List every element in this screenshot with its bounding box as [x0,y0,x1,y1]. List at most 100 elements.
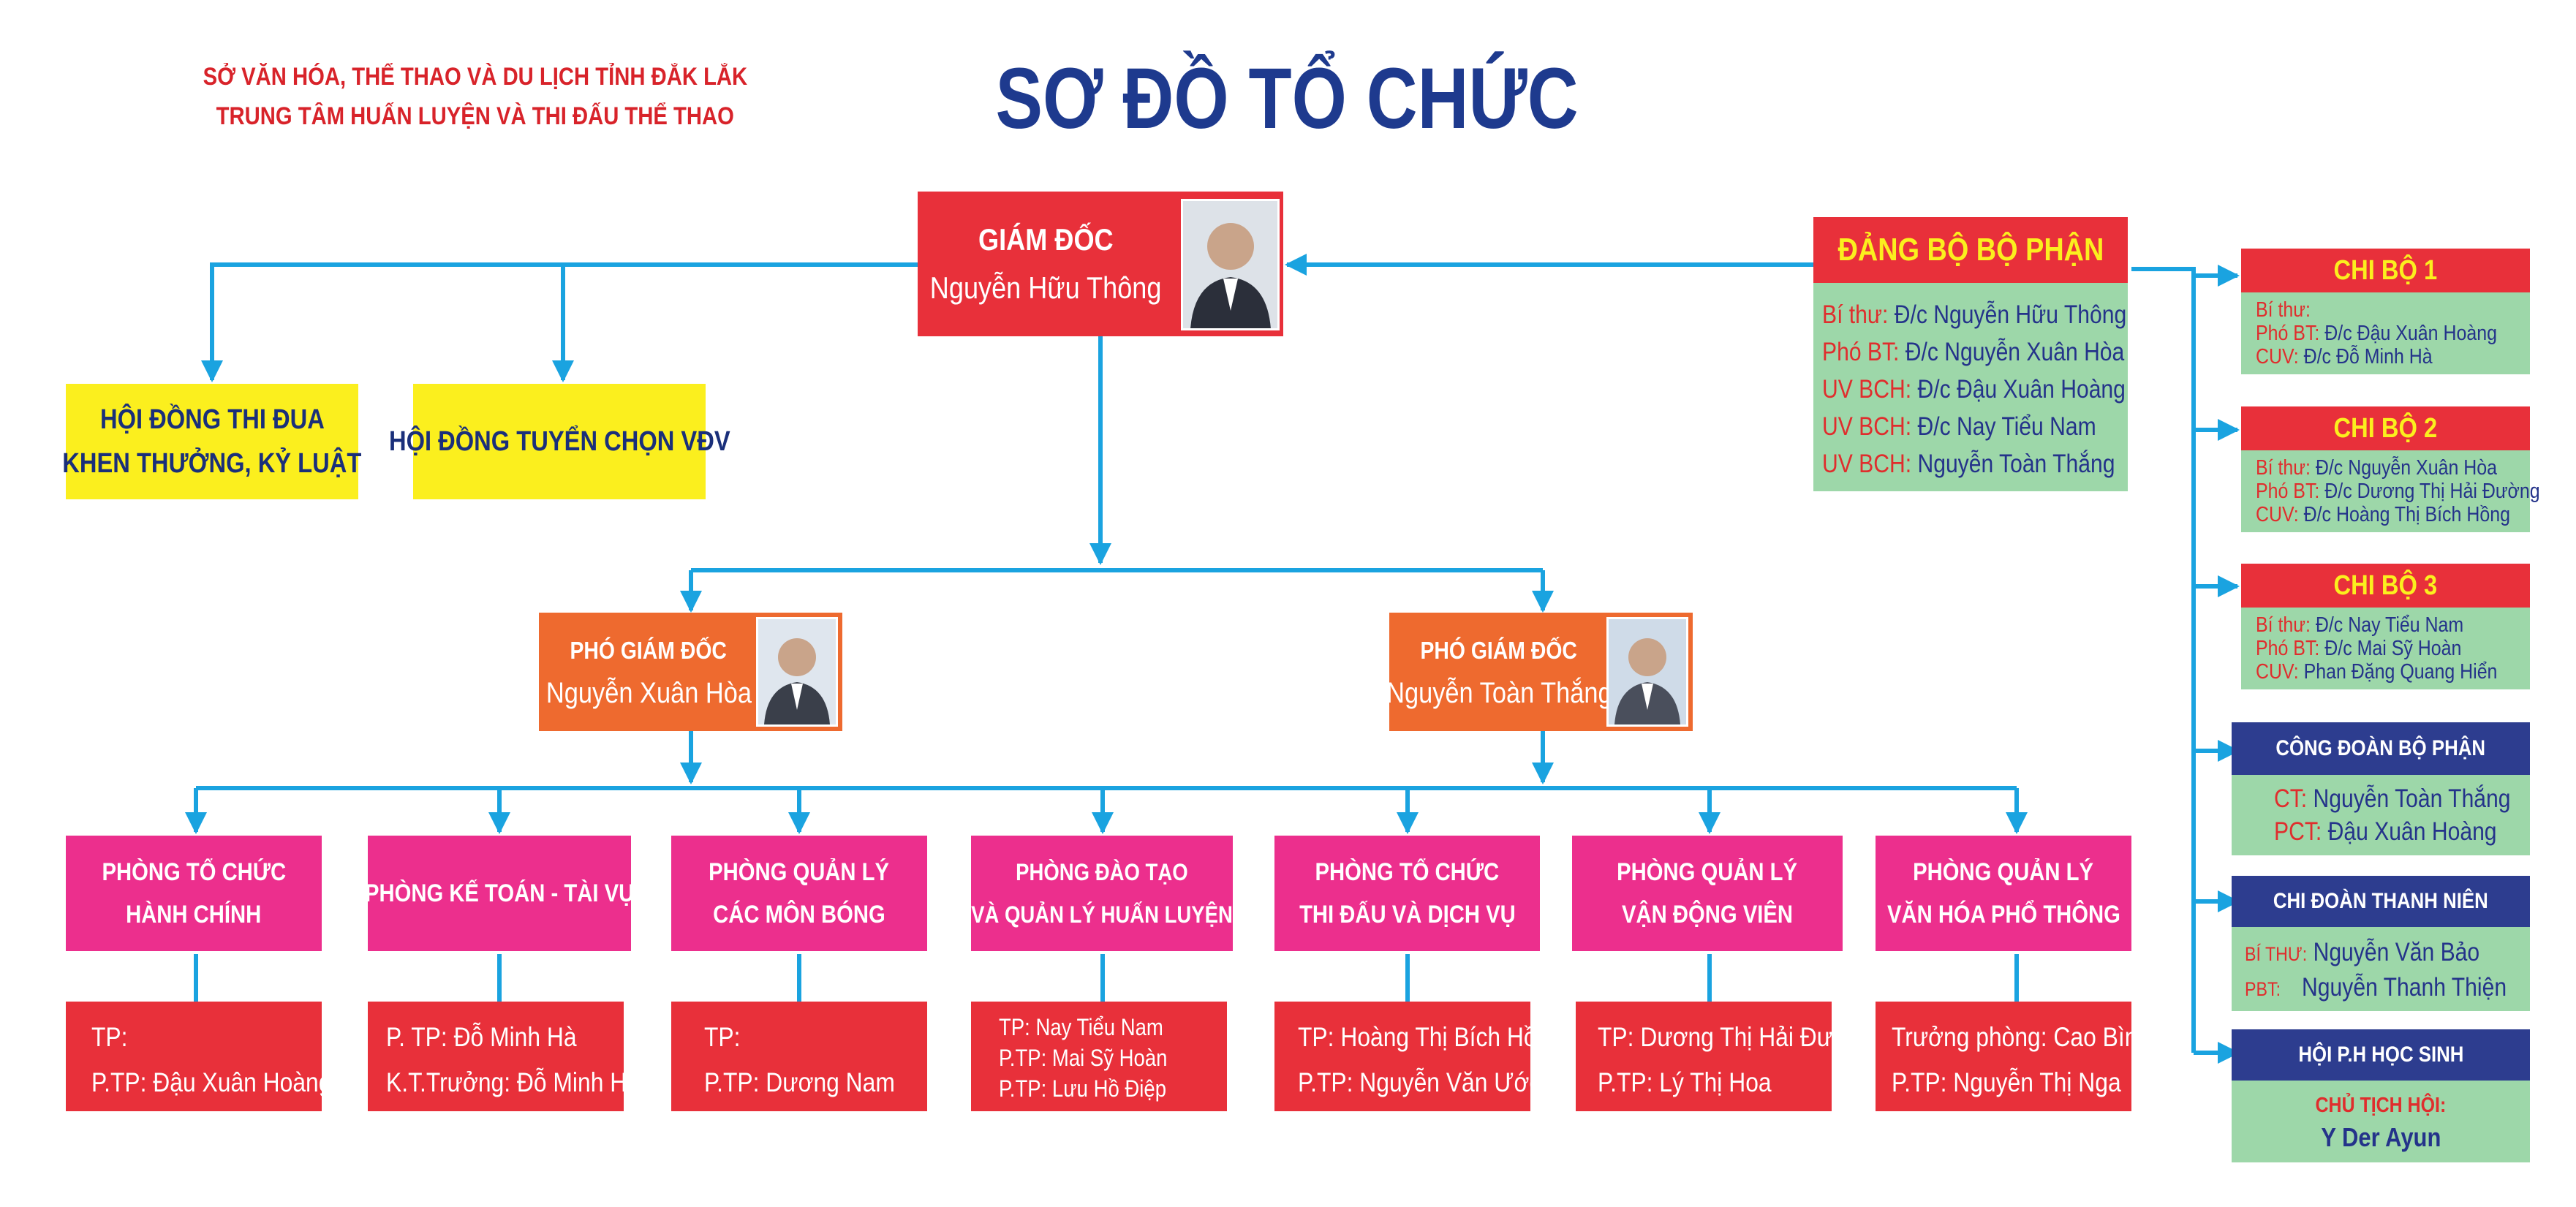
department-staff: TP: P.TP: Đậu Xuân Hoàng [66,1002,331,1111]
cell-members: Bí thư: Đ/c Nguyễn Xuân Hòa Phó BT: Đ/c … [2241,450,2540,532]
party-cell-1: CHI BỘ 1 Bí thư: Phó BT: Đ/c Đậu Xuân Ho… [2241,249,2530,374]
member-label: PCT: [2274,817,2322,846]
staff-line: P.TP: Dương Nam [704,1067,895,1097]
cell-members: BÍ THƯ: Nguyễn Văn Bảo PBT: Nguyễn Thanh… [2232,927,2530,1011]
member-label: Bí thư: [2256,456,2311,480]
cell-members: Bí thư: Phó BT: Đ/c Đậu Xuân Hoàng CUV: … [2241,292,2530,374]
member-label: CUV: [2256,503,2299,526]
member-label: UV BCH: [1822,450,1912,478]
deputy-role: PHÓ GIÁM ĐỐC [570,637,728,664]
department-box: PHÒNG QUẢN LÝ CÁC MÔN BÓNG [671,836,927,951]
member-value: Đ/c Nay Tiểu Nam [1917,412,2096,441]
department-box: PHÒNG KẾ TOÁN - TÀI VỤ [364,836,635,951]
cell-members: CT: Nguyễn Toàn Thắng PCT: Đậu Xuân Hoàn… [2232,775,2530,855]
party-title: ĐẢNG BỘ BỘ PHẬN [1813,217,2128,283]
member-label: UV BCH: [1822,412,1912,441]
member-value: Đ/c Nguyễn Xuân Hòa [2315,456,2498,480]
person-portrait-icon [1609,619,1686,724]
cell-title: CHI BỘ 1 [2241,249,2530,292]
member-label: BÍ THƯ: [2245,943,2308,965]
member-value: Đ/c Đậu Xuân Hoàng [2324,322,2497,345]
cell-title: CÔNG ĐOÀN BỘ PHẬN [2232,722,2530,775]
department-name: VẬN ĐỘNG VIÊN [1622,901,1793,928]
staff-line: P.TP: Nguyễn Văn Ước [1298,1067,1541,1097]
member-value: Đ/c Dương Thị Hải Đường [2324,480,2540,503]
director-name: Nguyễn Hữu Thông [929,270,1162,305]
member-value: Nguyễn Thanh Thiện [2302,973,2507,1002]
department-staff: P. TP: Đỗ Minh Hà K.T.Trưởng: Đỗ Minh Hà [368,1002,640,1111]
member-value: Nguyễn Toàn Thắng [1917,450,2115,478]
party-members: Bí thư: Đ/c Nguyễn Hữu Thông Phó BT: Đ/c… [1813,283,2128,491]
department-name: PHÒNG TỔ CHỨC [102,858,286,886]
member-value: Đ/c Nguyễn Xuân Hòa [1905,338,2125,366]
director-photo [1181,199,1280,330]
deputy-name: Nguyễn Xuân Hòa [545,677,752,709]
staff-line: P.TP: Lý Thị Hoa [1598,1067,1772,1097]
member-value: Y Der Ayun [2320,1122,2441,1152]
council-athlete-selection: HỘI ĐỒNG TUYỂN CHỌN VĐV [389,384,730,499]
member-value: Đ/c Đỗ Minh Hà [2303,345,2433,368]
department-name: HÀNH CHÍNH [126,901,262,928]
member-value: Nguyễn Văn Bảo [2313,938,2480,966]
member-label: CHỦ TỊCH HỘI: [2315,1094,2447,1117]
department-name: PHÒNG QUẢN LÝ [1913,858,2094,886]
member-value: Phan Đặng Quang Hiển [2303,660,2498,684]
department-box: PHÒNG TỔ CHỨC HÀNH CHÍNH [66,836,322,951]
member-label: Phó BT: [2256,480,2320,503]
member-value: Đ/c Mai Sỹ Hoàn [2324,637,2462,660]
trade-union: CÔNG ĐOÀN BỘ PHẬN CT: Nguyễn Toàn Thắng … [2232,722,2530,855]
staff-line: TP: [91,1022,128,1052]
member-label: PBT: [2245,978,2281,1000]
member-value: Đ/c Hoàng Thị Bích Hồng [2303,503,2510,526]
deputy-photo [756,617,838,727]
department-box: PHÒNG TỔ CHỨC THI ĐẤU VÀ DỊCH VỤ [1274,836,1540,951]
department-name: CÁC MÔN BÓNG [713,901,885,928]
department-name: PHÒNG ĐÀO TẠO [1016,859,1188,885]
department-name: VÀ QUẢN LÝ HUẤN LUYỆN [971,901,1233,928]
department-staff: Trưởng phòng: Cao Bình P.TP: Nguyễn Thị … [1876,1002,2150,1111]
department-staff: TP: Dương Thị Hải Đường P.TP: Lý Thị Hoa [1576,1002,1873,1111]
youth-union: CHI ĐOÀN THANH NIÊN BÍ THƯ: Nguyễn Văn B… [2232,876,2530,1011]
staff-line: TP: Hoàng Thị Bích Hồng [1298,1022,1563,1052]
department-name: PHÒNG TỔ CHỨC [1315,858,1500,886]
member-label: CUV: [2256,345,2299,368]
department-staff: TP: P.TP: Dương Nam [671,1002,927,1111]
cell-members: Bí thư: Đ/c Nay Tiểu Nam Phó BT: Đ/c Mai… [2241,608,2530,689]
department-box: PHÒNG QUẢN LÝ VĂN HÓA PHỔ THÔNG [1876,836,2131,951]
member-value: Nguyễn Toàn Thắng [2313,784,2511,813]
party-cell-3: CHI BỘ 3 Bí thư: Đ/c Nay Tiểu Nam Phó BT… [2241,564,2530,689]
deputy-photo [1606,617,1688,727]
member-value: Đ/c Nguyễn Hữu Thông [1894,300,2127,329]
member-label: Phó BT: [1822,338,1900,366]
org-line-2: TRUNG TÂM HUẤN LUYỆN VÀ THI ĐẤU THỂ THAO [216,102,735,130]
department-box: PHÒNG QUẢN LÝ VẬN ĐỘNG VIÊN [1572,836,1843,951]
member-label: Phó BT: [2256,637,2320,660]
staff-line: P.TP: Lưu Hồ Điệp [999,1075,1167,1102]
page-title: SƠ ĐỒ TỔ CHỨC [995,50,1579,147]
staff-line: TP: [704,1022,741,1052]
staff-line: P. TP: Đỗ Minh Hà [386,1022,577,1052]
department-box: PHÒNG ĐÀO TẠO VÀ QUẢN LÝ HUẤN LUYỆN [971,836,1233,951]
member-label: Bí thư: [1822,300,1889,329]
org-line-1: SỞ VĂN HÓA, THỂ THAO VÀ DU LỊCH TỈNH ĐẮK… [203,63,748,91]
department-staff: TP: Nay Tiểu Nam P.TP: Mai Sỹ Hoàn P.TP:… [971,1002,1227,1111]
person-portrait-icon [758,619,836,724]
member-label: Bí thư: [2256,613,2311,637]
cell-title: CHI BỘ 2 [2241,406,2530,450]
council-line: KHEN THƯỞNG, KỶ LUẬT [62,448,362,479]
member-label: UV BCH: [1822,375,1912,404]
staff-line: P.TP: Mai Sỹ Hoàn [999,1045,1168,1071]
cell-members: CHỦ TỊCH HỘI: Y Der Ayun [2232,1081,2530,1162]
member-label: Bí thư: [2256,298,2311,322]
deputy-box-1: PHÓ GIÁM ĐỐC Nguyễn Xuân Hòa [539,613,842,731]
cell-title: CHI BỘ 3 [2241,564,2530,608]
council-discipline: HỘI ĐỒNG THI ĐUA KHEN THƯỞNG, KỶ LUẬT [62,384,362,499]
staff-line: P.TP: Nguyễn Thị Nga [1892,1067,2121,1097]
department-name: PHÒNG KẾ TOÁN - TÀI VỤ [364,879,635,907]
director-role: GIÁM ĐỐC [978,222,1114,257]
person-portrait-icon [1190,223,1271,328]
member-value: Đậu Xuân Hoàng [2327,817,2497,846]
member-label: CT: [2274,784,2308,813]
party-committee: ĐẢNG BỘ BỘ PHẬN Bí thư: Đ/c Nguyễn Hữu T… [1813,217,2128,491]
